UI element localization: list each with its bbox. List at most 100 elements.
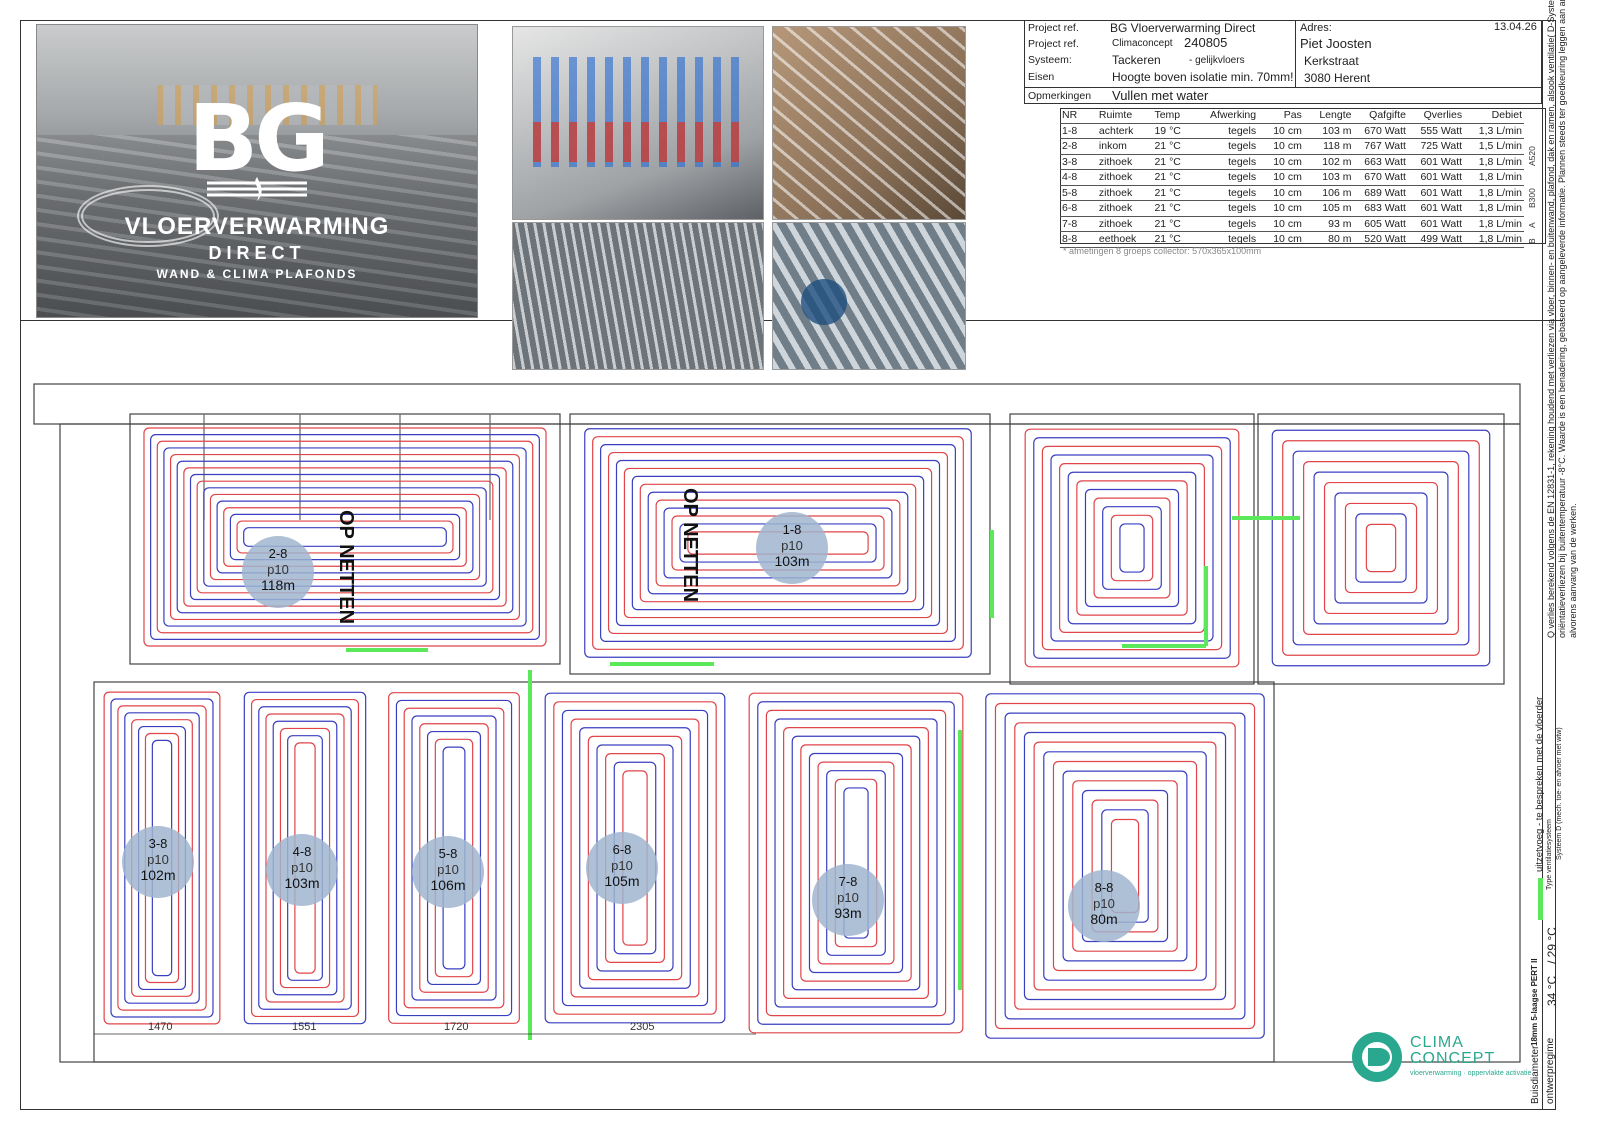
pipe-turn bbox=[826, 770, 886, 956]
pipe-turn bbox=[209, 493, 481, 581]
pipe-turn bbox=[1344, 502, 1418, 594]
system-value: Tackeren bbox=[1112, 53, 1161, 67]
pipe-turn bbox=[1110, 514, 1154, 582]
label-text: 4-8 bbox=[293, 844, 312, 859]
pipe-turn bbox=[196, 480, 494, 594]
label-text: 105m bbox=[604, 873, 639, 889]
dimension-3: 1720 bbox=[444, 1021, 468, 1033]
photo-tacker-pipes bbox=[772, 222, 966, 370]
table-cell: 10 cm bbox=[1258, 138, 1304, 155]
pipe-turn bbox=[783, 727, 929, 999]
project-ref2-value1: Climaconcept bbox=[1112, 38, 1173, 49]
vent-label: Type ventilatiesysteem bbox=[1546, 819, 1553, 890]
photo-manifold bbox=[512, 26, 764, 220]
pipe-turn bbox=[176, 460, 514, 614]
pipe-turn bbox=[843, 787, 869, 939]
label-text: 102m bbox=[140, 867, 175, 883]
pipe-turn bbox=[834, 778, 878, 948]
pipe-turn bbox=[1303, 461, 1459, 635]
table-cell: 2-8 bbox=[1060, 138, 1097, 155]
photo-pipe-grid bbox=[512, 222, 764, 370]
pipe-turn bbox=[615, 459, 941, 627]
pipe-turn bbox=[156, 440, 534, 634]
pipe-turn bbox=[1292, 450, 1470, 646]
header-q-output: Qafgifte bbox=[1353, 108, 1408, 124]
label-text: 7-8 bbox=[839, 874, 858, 889]
q-loss-note: Q verlies berekend volgens de EN 12831-1… bbox=[1546, 0, 1578, 638]
pipe-turn bbox=[592, 436, 964, 650]
label-text: 118m bbox=[261, 577, 295, 593]
label-disc bbox=[812, 864, 884, 936]
table-cell: zithoek bbox=[1096, 185, 1153, 201]
hero-image: BG VLOERVERWARMING DIRECT WAND & CLIMA P… bbox=[36, 24, 478, 318]
pipe-turn bbox=[639, 483, 917, 603]
date: 13.04.26 bbox=[1494, 21, 1537, 33]
street: Kerkstraat bbox=[1304, 54, 1359, 68]
dimension-1: 1470 bbox=[148, 1021, 172, 1033]
table-cell: 93 m bbox=[1303, 216, 1354, 232]
label-text: 8-8 bbox=[1095, 880, 1114, 895]
table-cell: tegels bbox=[1197, 169, 1259, 186]
table-cell: tegels bbox=[1197, 231, 1259, 248]
legend-expansion-joint: uitzetvoeg - te bespreken met de vloerde… bbox=[1534, 696, 1545, 872]
pipe-turn bbox=[189, 473, 501, 601]
table-cell: 1,8 L/min bbox=[1464, 185, 1524, 201]
pipe-turn bbox=[1050, 454, 1214, 642]
table-cell: 10 cm bbox=[1258, 231, 1304, 248]
pipe-turn bbox=[655, 499, 901, 587]
pipe-turn bbox=[163, 447, 527, 627]
table-header-row: NR Ruimte Temp Afwerking Pas Lengte Qafg… bbox=[1060, 108, 1524, 124]
table-cell: zithoek bbox=[1096, 169, 1153, 186]
regime-supply: 34 °C bbox=[1545, 975, 1559, 1006]
table-cell: 601 Watt bbox=[1407, 169, 1465, 186]
op-netten-label-1: OP NETTEN bbox=[335, 510, 357, 624]
pipe-turn bbox=[183, 467, 507, 607]
expansion-joint-legend-swatch bbox=[1538, 878, 1543, 920]
pipe-turn bbox=[223, 507, 467, 567]
client-name: Piet Joosten bbox=[1300, 36, 1372, 51]
dimension-4: 2305 bbox=[630, 1021, 654, 1033]
table-cell: 1,8 L/min bbox=[1464, 154, 1524, 170]
table-cell: 105 m bbox=[1303, 200, 1354, 217]
table-cell: 1,5 L/min bbox=[1464, 138, 1524, 155]
room-2-8 bbox=[129, 413, 561, 665]
label-text: p10 bbox=[291, 860, 313, 875]
table-cell: 3-8 bbox=[1060, 154, 1097, 170]
pipe-turn bbox=[1093, 497, 1171, 599]
table-cell: 80 m bbox=[1303, 231, 1354, 248]
table-cell: tegels bbox=[1197, 123, 1259, 139]
table-cell: 4-8 bbox=[1060, 169, 1097, 186]
pipe-turn bbox=[150, 434, 540, 640]
label-text: p10 bbox=[1093, 896, 1115, 911]
clima-concept-logo: CLIMA CONCEPT vloerverwarming · oppervla… bbox=[1352, 1032, 1532, 1088]
label-text: 106m bbox=[430, 877, 465, 893]
table-cell: zithoek bbox=[1096, 216, 1153, 232]
pipe-turn bbox=[765, 709, 947, 1017]
table-cell: 1,8 L/min bbox=[1464, 231, 1524, 248]
table-cell: 21 °C bbox=[1152, 231, 1198, 248]
room-bath bbox=[1257, 413, 1505, 685]
table-cell: 1,3 L/min bbox=[1464, 123, 1524, 139]
label-disc bbox=[412, 836, 484, 908]
table-cell: 103 m bbox=[1303, 123, 1354, 139]
pipe-turn bbox=[1076, 480, 1188, 616]
table-cell: 520 Watt bbox=[1353, 231, 1408, 248]
table-cell: 21 °C bbox=[1152, 185, 1198, 201]
wall-top bbox=[33, 383, 1521, 425]
table-cell: 601 Watt bbox=[1407, 200, 1465, 217]
header-flow: Debiet bbox=[1464, 108, 1524, 124]
label-text: p10 bbox=[147, 852, 169, 867]
pipe-turn bbox=[216, 500, 474, 574]
heating-loop bbox=[1271, 429, 1491, 667]
room-living bbox=[93, 681, 1275, 1063]
logo-line-1: VLOERVERWARMING bbox=[124, 213, 390, 240]
